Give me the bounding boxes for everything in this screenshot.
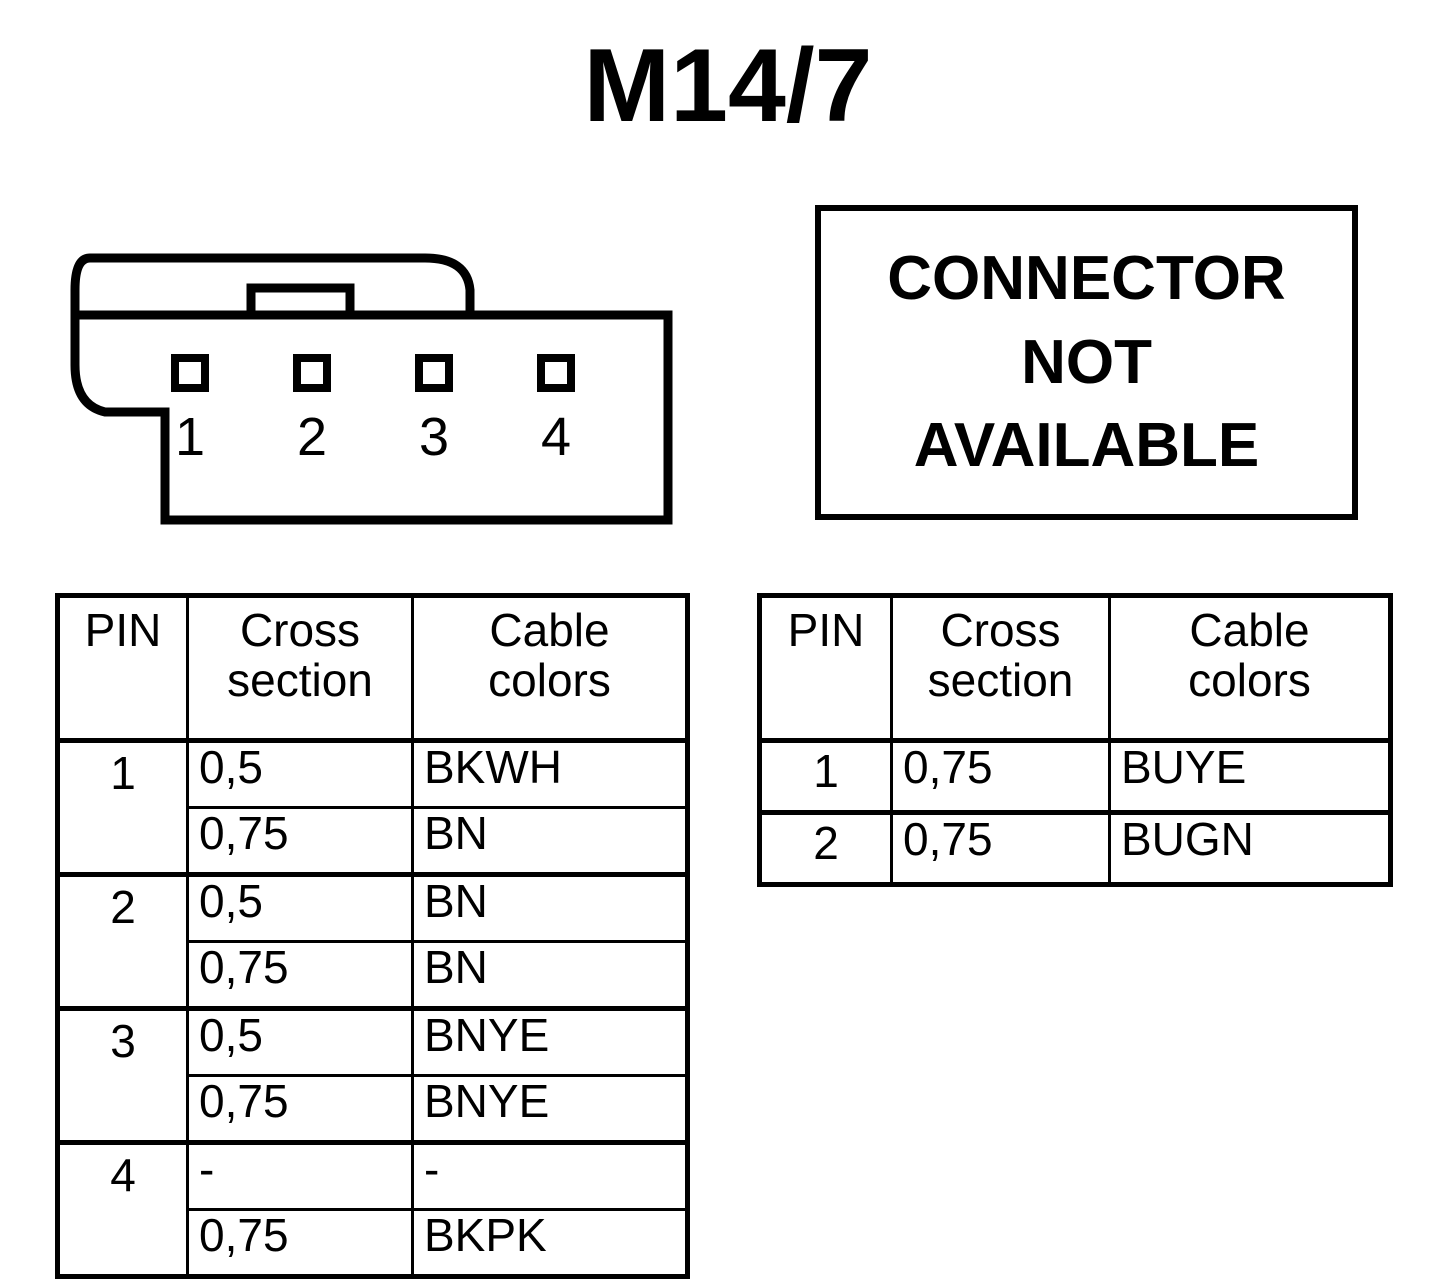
table-row: 2 0,75 BUGN	[757, 810, 1392, 887]
table-header-row: PIN Cross section Cable colors	[56, 594, 689, 742]
table-row: 2 0,5 BN	[55, 872, 689, 1011]
page-title: M14/7	[583, 28, 873, 144]
cell-pin: 1	[55, 738, 189, 877]
cell-cross-section: 0,75	[186, 1208, 414, 1278]
pin-cavity-3	[415, 354, 453, 392]
cell-cross-section: 0,75	[186, 806, 414, 876]
notice-line-1: CONNECTOR	[887, 243, 1286, 313]
cell-cross-section: 0,75	[186, 940, 414, 1010]
cell-cable-colors: BKPK	[411, 1208, 689, 1278]
table-row: 0,75 BN	[58, 940, 689, 1010]
pin-table-right: PIN Cross section Cable colors 1 0,75 BU…	[757, 593, 1393, 887]
cell-cross-section: 0,75	[890, 810, 1111, 886]
notice-line-3: AVAILABLE	[913, 411, 1260, 481]
notice-line-2: NOT	[1021, 327, 1152, 397]
connector-latch-tab	[246, 283, 355, 315]
cell-cable-colors: BN	[411, 940, 689, 1010]
header-cross-section: Cross section	[186, 594, 414, 742]
cell-cable-colors: BN	[411, 872, 689, 943]
cell-cable-colors: BKWH	[411, 738, 689, 809]
cell-cable-colors: BN	[411, 806, 689, 876]
pin-table-left: PIN Cross section Cable colors 1 0,5 BKW…	[55, 593, 690, 1279]
header-cross-section: Cross section	[890, 594, 1111, 742]
cell-cross-section: 0,5	[186, 872, 414, 943]
header-pin: PIN	[758, 594, 893, 742]
cell-cross-section: 0,5	[186, 1006, 414, 1077]
table-row: 0,75 BKPK	[58, 1208, 689, 1278]
table-row: 4 - -	[55, 1140, 689, 1279]
header-pin: PIN	[56, 594, 189, 742]
connector-diagram: 1 2 3 4	[55, 190, 695, 540]
pin-cavities	[171, 354, 575, 392]
cell-cross-section: 0,75	[890, 738, 1111, 814]
cell-cable-colors: -	[411, 1140, 689, 1211]
table-row: 1 0,5 BKWH	[55, 738, 689, 877]
pin-label-3: 3	[419, 407, 449, 467]
table-row: 3 0,5 BNYE	[55, 1006, 689, 1145]
cell-pin: 3	[55, 1006, 189, 1145]
cell-cable-colors: BNYE	[411, 1074, 689, 1144]
pin-cavity-2	[293, 354, 331, 392]
table-header-row: PIN Cross section Cable colors	[758, 594, 1392, 742]
header-cable-colors: Cable colors	[411, 594, 689, 742]
cell-cable-colors: BUYE	[1108, 738, 1392, 814]
pin-cavity-1	[171, 354, 209, 392]
pin-cavity-4	[537, 354, 575, 392]
connector-not-available-notice: CONNECTOR NOT AVAILABLE	[815, 205, 1358, 520]
cell-pin: 2	[55, 872, 189, 1011]
cell-cable-colors: BNYE	[411, 1006, 689, 1077]
cell-cross-section: 0,75	[186, 1074, 414, 1144]
table-row: 0,75 BN	[58, 806, 689, 876]
header-cable-colors: Cable colors	[1108, 594, 1392, 742]
cell-pin: 2	[757, 810, 893, 887]
connector-outline	[70, 253, 673, 525]
cell-pin: 4	[55, 1140, 189, 1279]
pin-label-2: 2	[297, 407, 327, 467]
table-row: 1 0,75 BUYE	[757, 738, 1392, 815]
cell-cross-section: 0,5	[186, 738, 414, 809]
pin-label-1: 1	[175, 407, 205, 467]
table-row: 0,75 BNYE	[58, 1074, 689, 1144]
cell-cross-section: -	[186, 1140, 414, 1211]
cell-pin: 1	[757, 738, 893, 815]
cell-cable-colors: BUGN	[1108, 810, 1392, 886]
pin-label-4: 4	[541, 407, 571, 467]
